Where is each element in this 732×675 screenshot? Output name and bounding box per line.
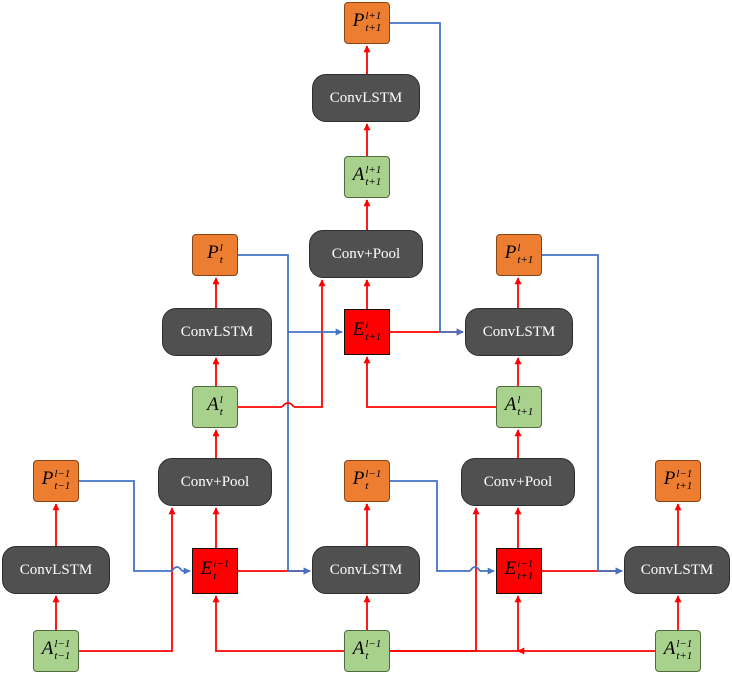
a-to-e-t-arrow <box>212 595 356 652</box>
convpool-tp1: Conv+Pool <box>461 458 575 506</box>
convlstm-lm1-tm1: ConvLSTM <box>2 546 110 594</box>
convlstm-label: ConvLSTM <box>180 323 254 340</box>
a-tm1-to-convpool-arrow <box>79 507 176 652</box>
p-lp1-to-convlstm-l-tp1-arrow <box>390 22 464 336</box>
p-l-tp1-to-e-lm1-tp1-arrow <box>542 254 623 575</box>
p-tm1-to-e-t-arrow <box>79 480 190 571</box>
convpool-t: Conv+Pool <box>158 458 272 506</box>
a-l-tp1-to-e-l-arrow <box>363 356 496 408</box>
convlstm-label: ConvLSTM <box>19 561 93 578</box>
a-t-to-convpool-tp1-arrow <box>390 507 480 652</box>
convpool-l: Conv+Pool <box>309 230 423 278</box>
a-l-t-to-convpool-l-arrow <box>238 280 322 408</box>
p-l-t-to-e-lm1-t-arrow <box>238 254 311 575</box>
convpool-label: Conv+Pool <box>180 473 250 490</box>
convlstm-label: ConvLSTM <box>329 561 403 578</box>
convlstm-lm1-tp1: ConvLSTM <box>624 546 730 594</box>
convpool-label: Conv+Pool <box>483 473 553 490</box>
hop-middle <box>281 402 295 408</box>
hop-bottom-right <box>469 566 481 572</box>
convlstm-l-t: ConvLSTM <box>162 308 272 356</box>
convpool-label: Conv+Pool <box>331 245 401 262</box>
convlstm-lp1-tp1: ConvLSTM <box>312 74 420 122</box>
a-to-e-t-right-arrow <box>390 595 522 652</box>
convlstm-label: ConvLSTM <box>640 561 714 578</box>
p-t-to-e-tp1-arrow <box>390 480 494 571</box>
convlstm-lm1-t: ConvLSTM <box>312 546 420 594</box>
hop-bottom-left <box>171 566 183 572</box>
convlstm-label: ConvLSTM <box>329 89 403 106</box>
convlstm-label: ConvLSTM <box>482 323 556 340</box>
convlstm-l-tp1: ConvLSTM <box>465 308 573 356</box>
